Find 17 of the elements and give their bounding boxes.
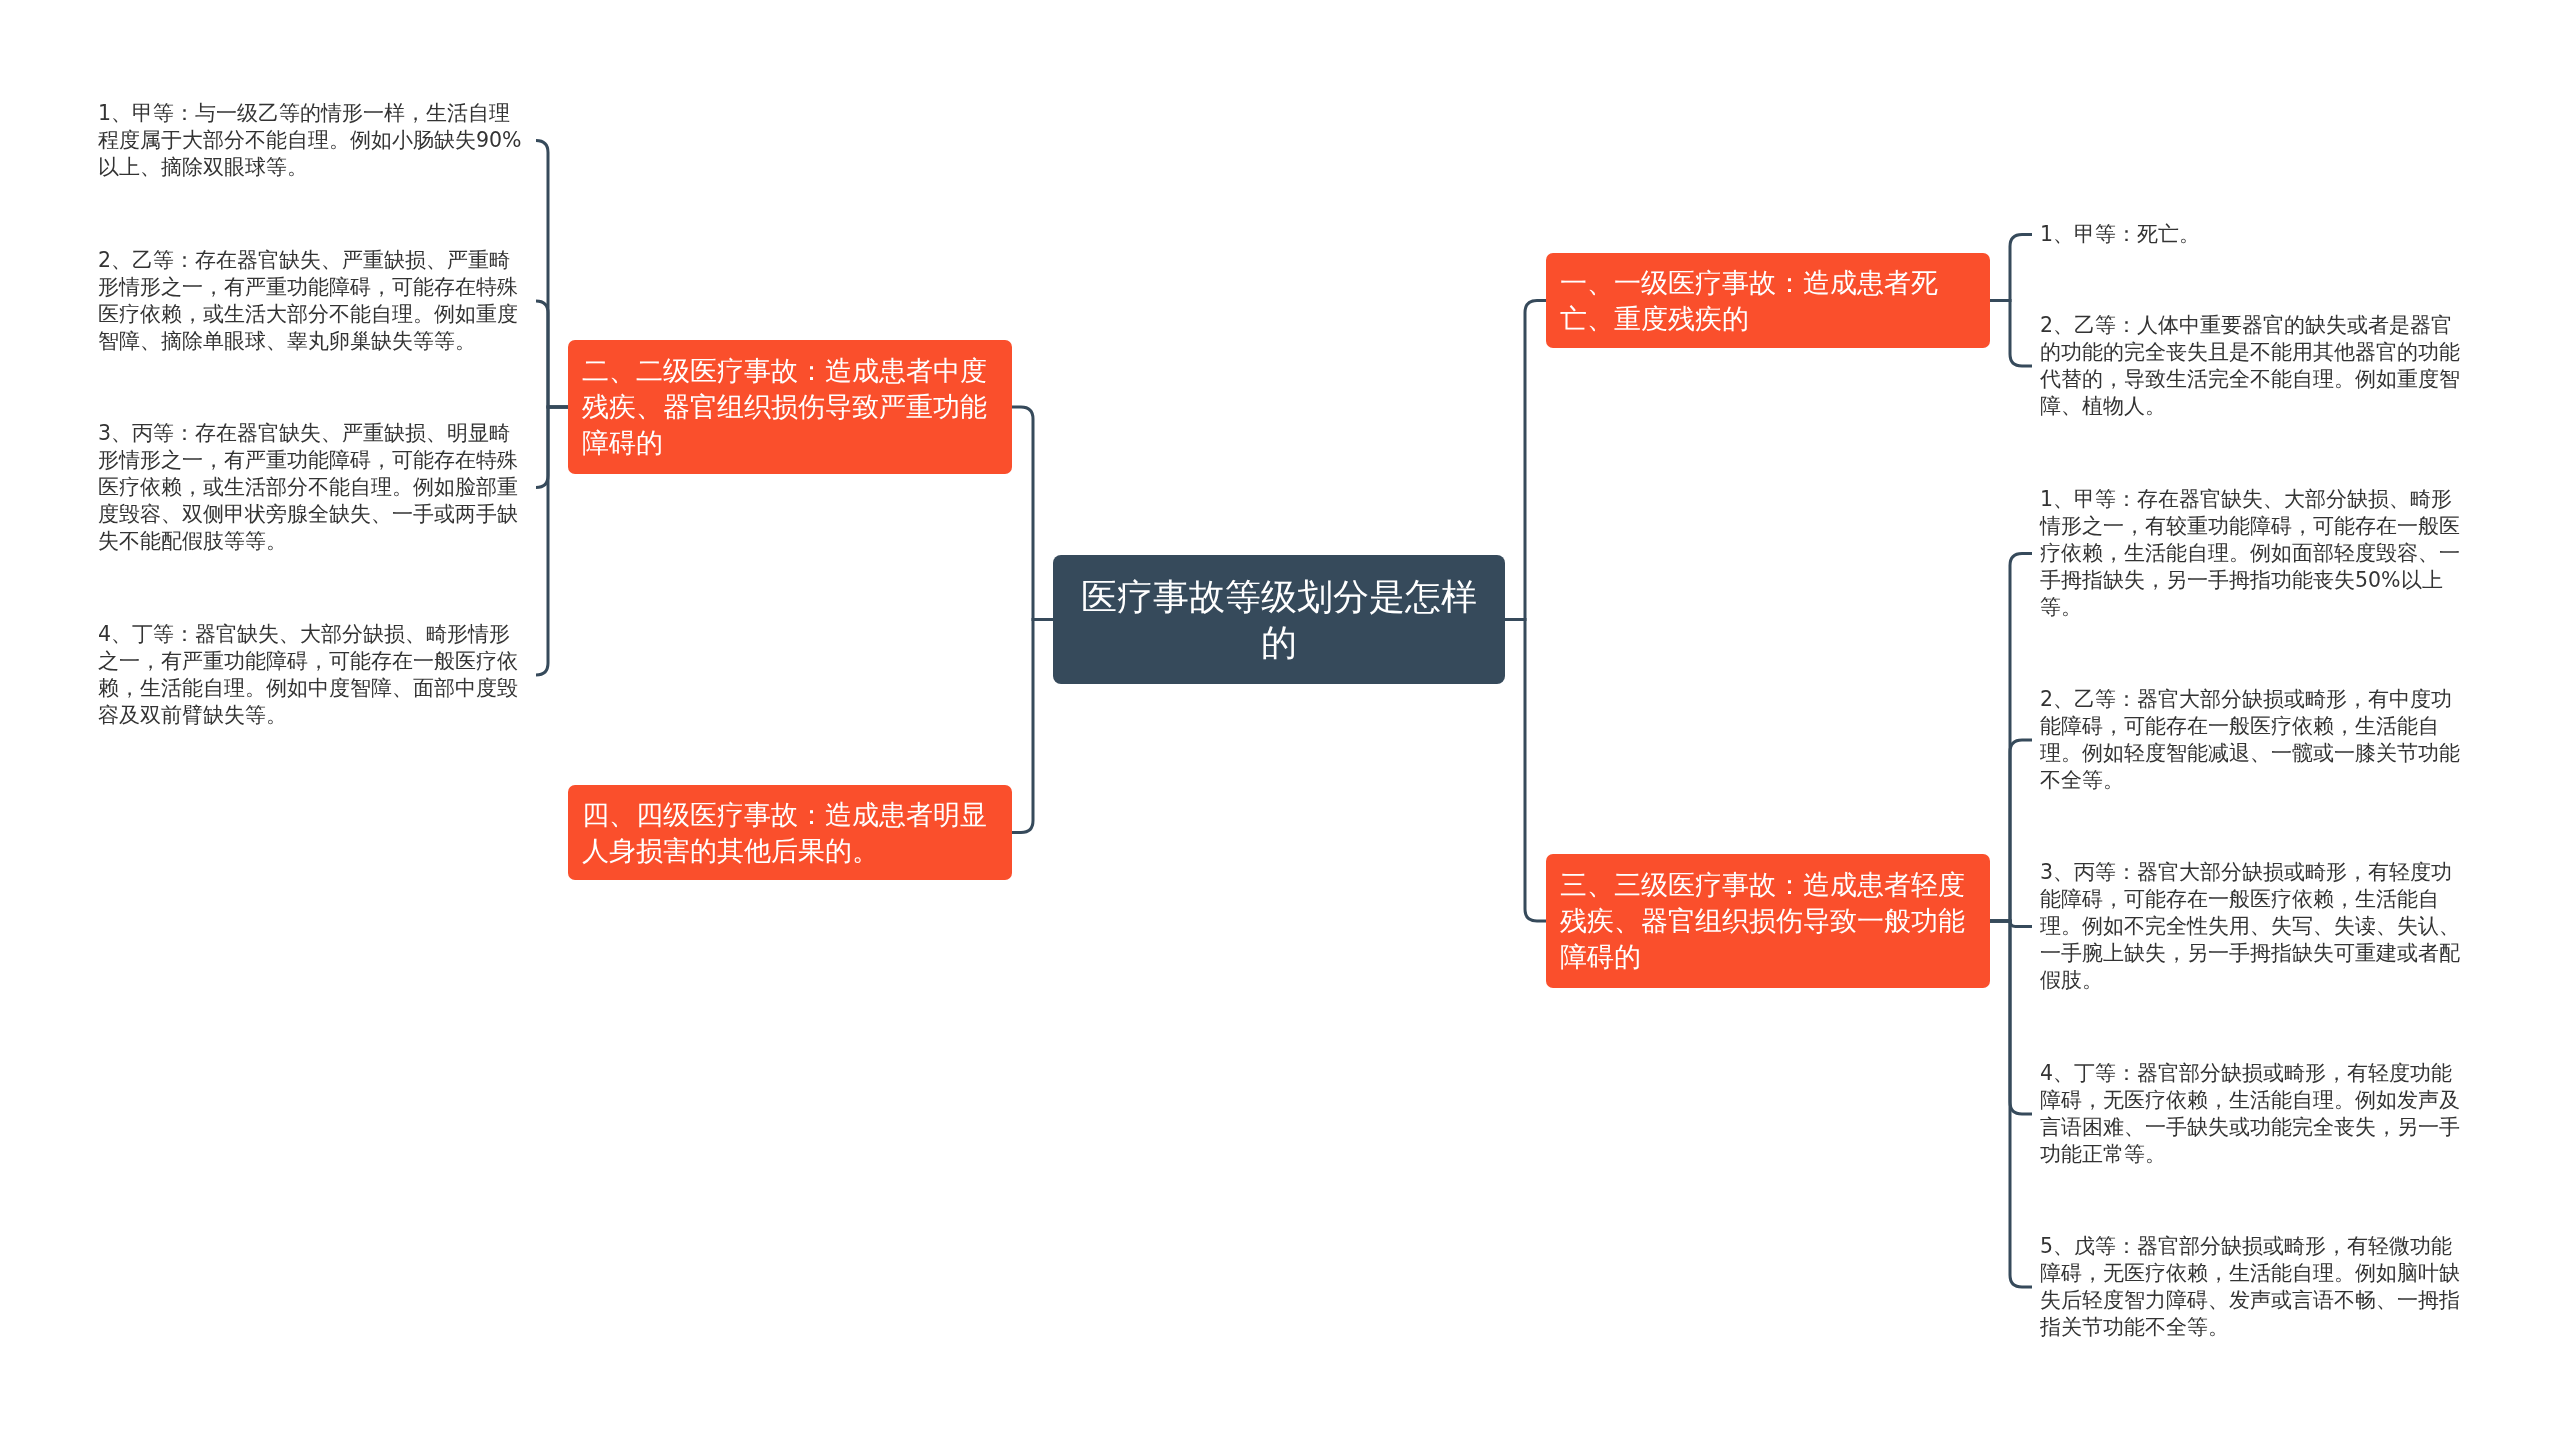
note-text: 1、甲等：存在器官缺失、大部分缺损、畸形情形之一，有较重功能障碍，可能存在一般医疗依赖，生活能自理。例如面部轻度毁容、一手拇指缺失，另一手拇指功能丧失50%以上等。 [2040, 486, 2470, 621]
central-topic-box: 医疗事故等级划分是怎样的 [1053, 555, 1505, 684]
branch-box: 一、一级医疗事故：造成患者死亡、重度残疾的 [1546, 253, 1990, 348]
note-text: 2、乙等：存在器官缺失、严重缺损、严重畸形情形之一，有严重功能障碍，可能存在特殊医疗依赖，或生活大部分不能自理。例如重度智障、摘除单眼球、睾丸卵巢缺失等等。 [98, 247, 528, 355]
note-text: 1、甲等：与一级乙等的情形一样，生活自理程度属于大部分不能自理。例如小肠缺失90%以上、摘除双眼球等。 [98, 100, 528, 181]
note-text: 3、丙等：器官大部分缺损或畸形，有轻度功能障碍，可能存在一般医疗依赖，生活能自理。例如不完全性失用、失写、失读、失认、一手腕上缺失，另一手拇指缺失可重建或者配假肢。 [2040, 859, 2470, 994]
note-text: 4、丁等：器官缺失、大部分缺损、畸形情形之一，有严重功能障碍，可能存在一般医疗依赖，生活能自理。例如中度智障、面部中度毁容及双前臂缺失等。 [98, 621, 528, 729]
note-text: 2、乙等：人体中重要器官的缺失或者是器官的功能的完全丧失且是不能用其他器官的功能代替的，导致生活完全不能自理。例如重度智障、植物人。 [2040, 312, 2470, 420]
note-text: 2、乙等：器官大部分缺损或畸形，有中度功能障碍，可能存在一般医疗依赖，生活能自理。例如轻度智能减退、一髋或一膝关节功能不全等。 [2040, 686, 2470, 794]
connector-line [534, 405, 568, 677]
branch-box: 四、四级医疗事故：造成患者明显人身损害的其他后果的。 [568, 785, 1012, 880]
note-text: 4、丁等：器官部分缺损或畸形，有轻度功能障碍，无医疗依赖，生活能自理。例如发声及言语困难、一手缺失或功能完全丧失，另一手功能正常等。 [2040, 1060, 2470, 1168]
note-text: 1、甲等：死亡。 [2040, 221, 2470, 248]
note-text: 5、戊等：器官部分缺损或畸形，有轻微功能障碍，无医疗依赖，生活能自理。例如脑叶缺失后轻度智力障碍、发声或言语不畅、一拇指指关节功能不全等。 [2040, 1233, 2470, 1341]
note-text: 3、丙等：存在器官缺失、严重缺损、明显畸形情形之一，有严重功能障碍，可能存在特殊医疗依赖，或生活部分不能自理。例如脸部重度毁容、双侧甲状旁腺全缺失、一手或两手缺失不能配假肢等等。 [98, 420, 528, 555]
branch-box: 三、三级医疗事故：造成患者轻度残疾、器官组织损伤导致一般功能障碍的 [1546, 854, 1990, 988]
branch-box: 二、二级医疗事故：造成患者中度残疾、器官组织损伤导致严重功能障碍的 [568, 340, 1012, 474]
